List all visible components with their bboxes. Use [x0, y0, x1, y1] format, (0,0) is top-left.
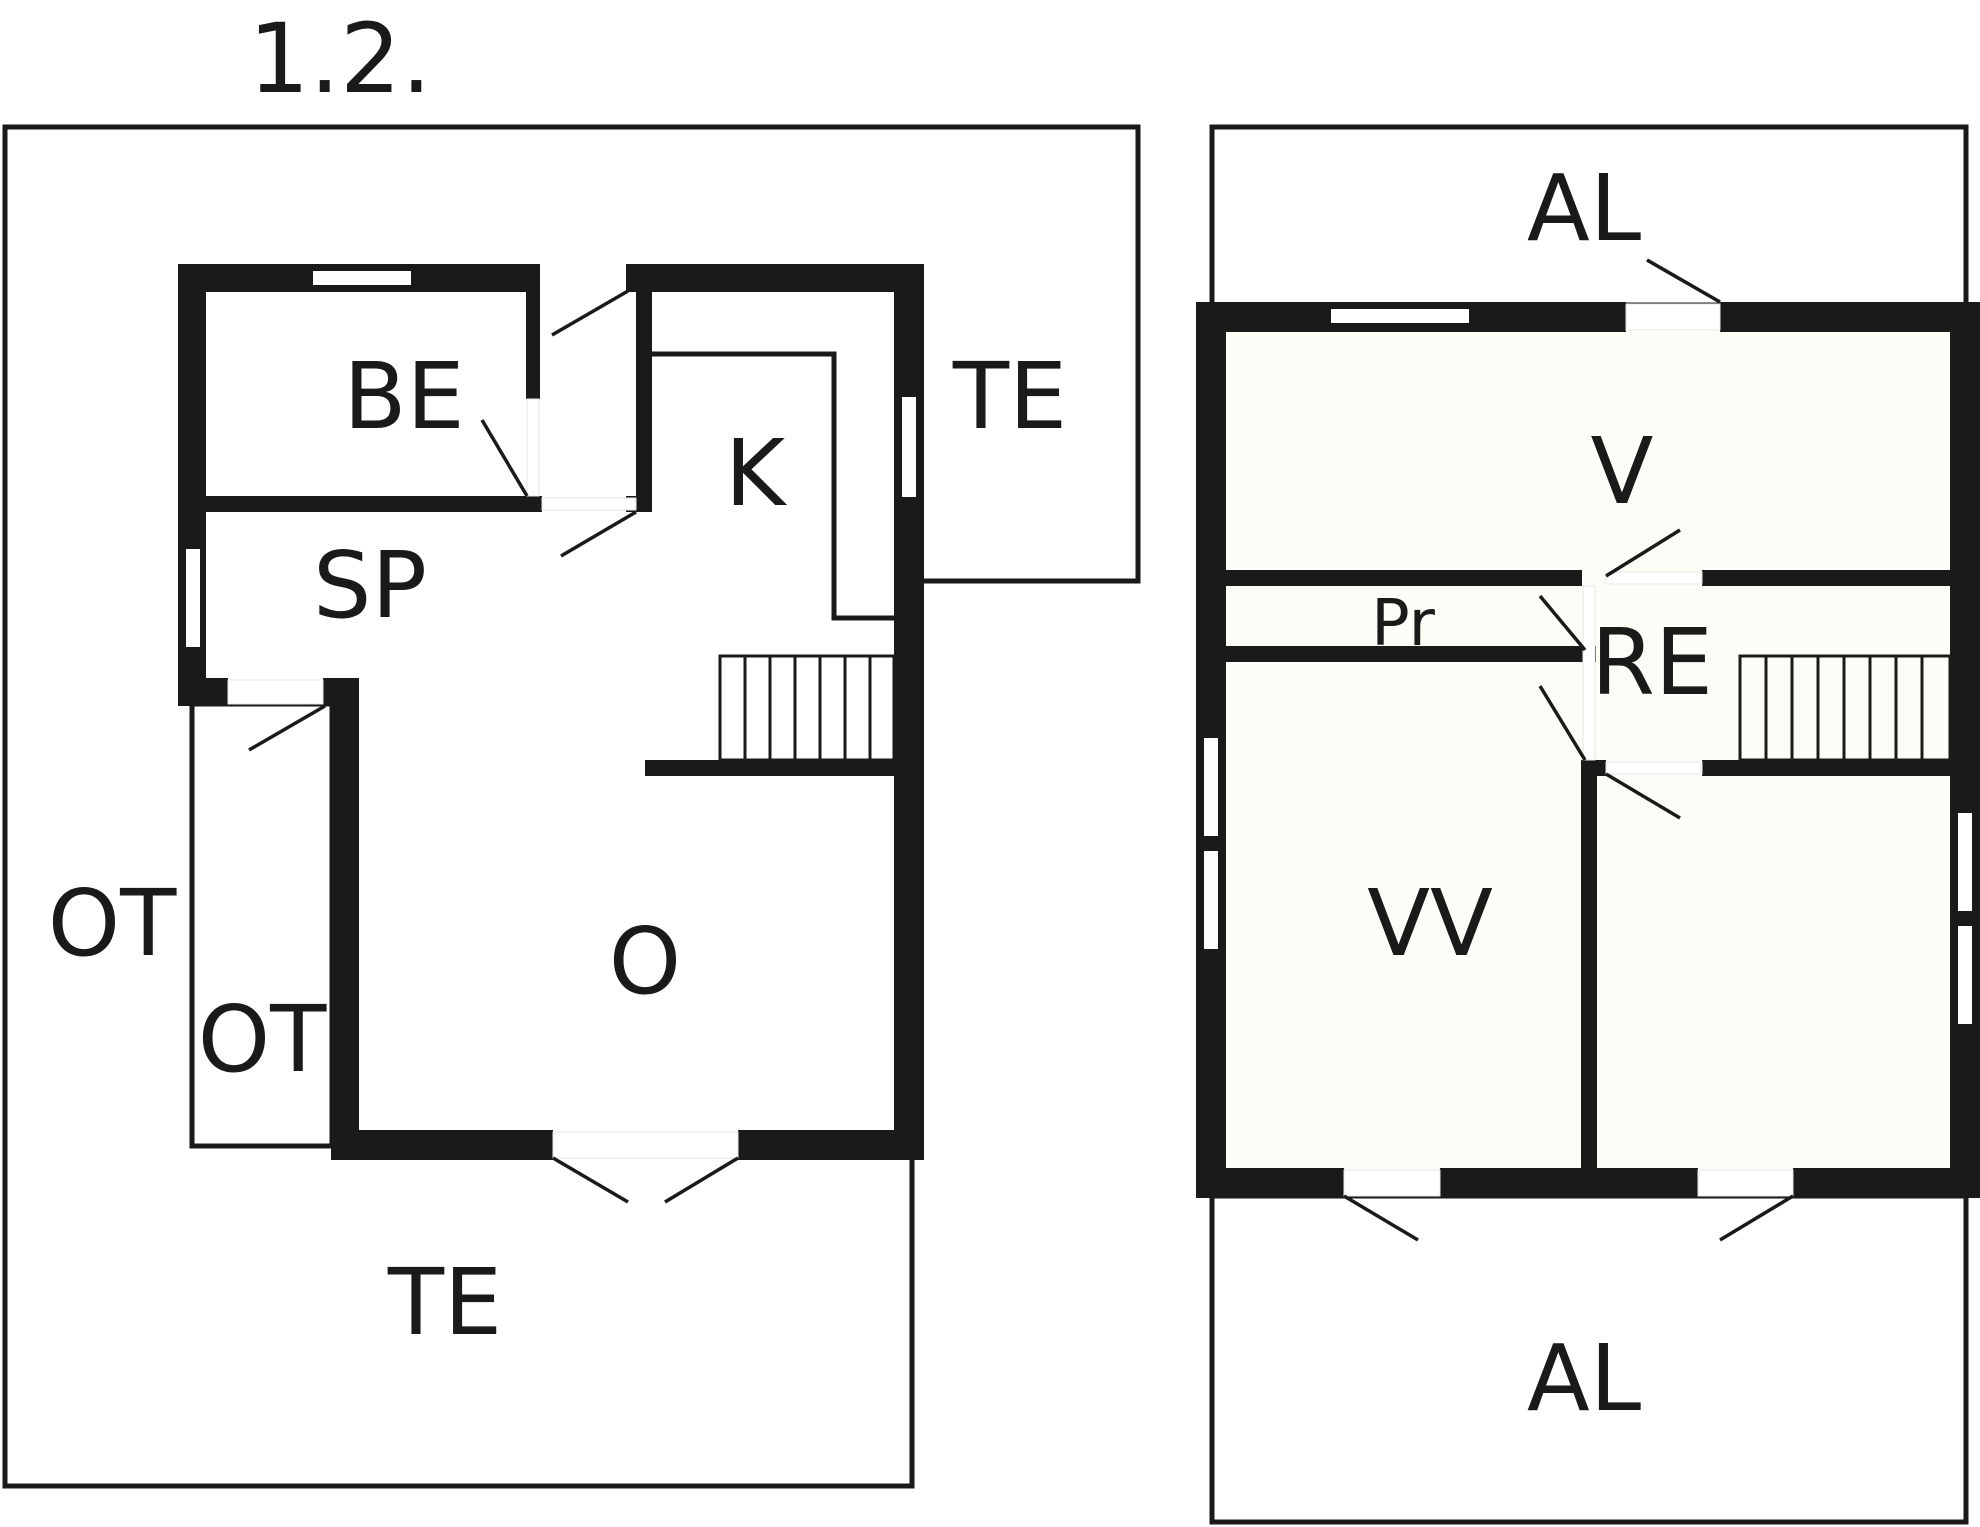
door-gap-ot — [227, 679, 324, 705]
room-label-re: RE — [1591, 609, 1713, 716]
upper-door-swings — [1343, 258, 1794, 1242]
plan-id: 1.2. — [248, 3, 431, 115]
room-label-o: O — [609, 908, 681, 1015]
door-gap-south — [552, 1131, 739, 1159]
room-label-al-south: AL — [1527, 1325, 1641, 1432]
upper-floor: AL V Pr RE VV AL — [1196, 124, 1980, 1525]
ground-door-swings — [248, 289, 739, 1204]
door-gap-al-south-1 — [1343, 1169, 1441, 1197]
room-label-al-north: AL — [1527, 155, 1641, 262]
room-label-pr: Pr — [1371, 587, 1435, 661]
room-label-v: V — [1591, 418, 1654, 525]
door-gap-re-south — [1605, 761, 1703, 775]
room-label-sp: SP — [313, 532, 427, 639]
room-label-te-east: TE — [952, 343, 1067, 450]
terrace-outline — [2, 124, 1141, 1489]
door-gap-be-side — [526, 398, 540, 497]
ground-stairs — [718, 654, 896, 762]
window-vv-west-2 — [1202, 849, 1220, 951]
door-gap-re-north — [1605, 571, 1703, 585]
window-east-2 — [1956, 924, 1974, 1026]
door-gap-al-north — [1625, 303, 1721, 331]
ground-floor: BE K TE SP O OT OT TE — [2, 124, 1141, 1489]
window-be-north — [311, 269, 413, 287]
door-gap-pr — [1582, 585, 1596, 761]
window-east-1 — [1956, 811, 1974, 913]
ground-walls — [178, 264, 924, 1160]
window-sp-west — [184, 547, 202, 649]
room-label-ot-outer: OT — [48, 870, 177, 977]
room-label-te-south: TE — [387, 1249, 502, 1356]
room-label-vv: VV — [1367, 870, 1493, 977]
room-label-ot-inner: OT — [198, 986, 327, 1093]
room-label-be: BE — [343, 343, 464, 450]
kitchen-counter — [652, 351, 894, 621]
window-k-east — [900, 395, 918, 499]
upper-stairs — [1738, 654, 1952, 762]
window-vv-west-1 — [1202, 736, 1220, 838]
door-gap-al-south-2 — [1697, 1169, 1794, 1197]
window-v-north — [1329, 307, 1471, 325]
door-gap-be — [541, 497, 637, 511]
room-label-k: K — [725, 420, 788, 527]
